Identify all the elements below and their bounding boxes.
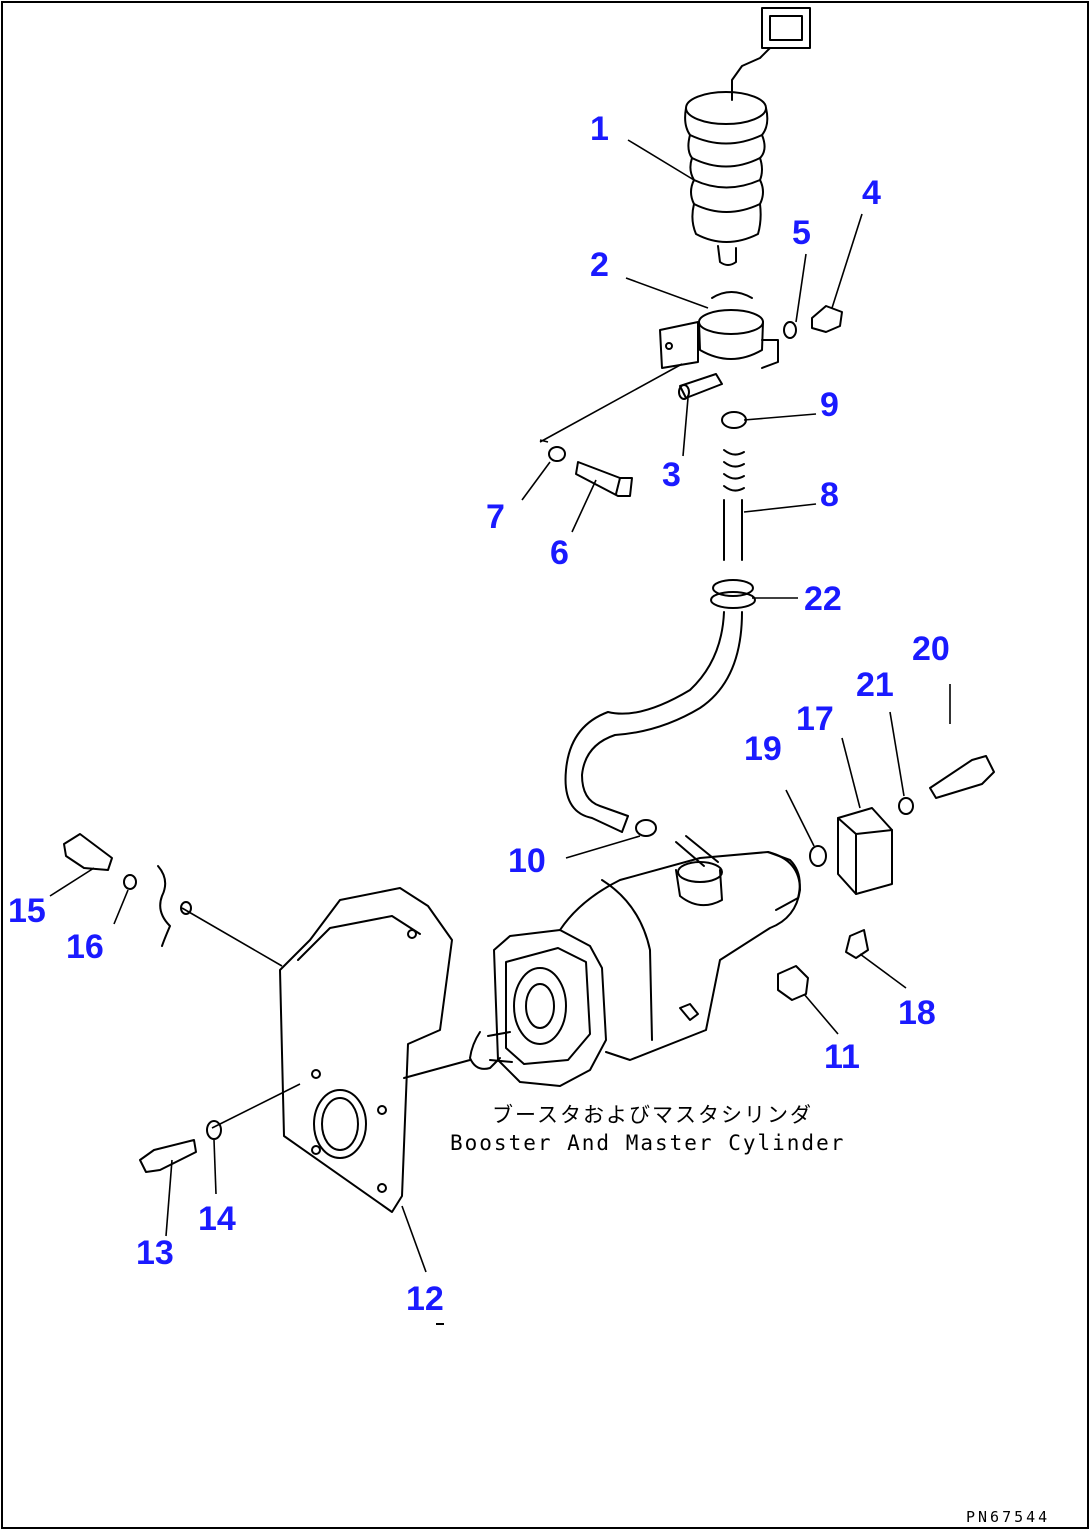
callout-13[interactable]: 13 bbox=[136, 1234, 174, 1272]
callout-12[interactable]: 12 bbox=[406, 1280, 444, 1318]
small-hardware-parts bbox=[548, 305, 843, 497]
callout-5[interactable]: 5 bbox=[792, 214, 811, 252]
bracket-band-part bbox=[659, 291, 779, 369]
reservoir-tank-part bbox=[684, 7, 811, 266]
plate-bolts-washers bbox=[63, 833, 222, 1173]
callout-9[interactable]: 9 bbox=[820, 386, 839, 424]
stop-lamp-switch-block bbox=[809, 755, 995, 959]
caption-japanese: ブースタおよびマスタシリンダ bbox=[492, 1103, 813, 1127]
callout-11[interactable]: 11 bbox=[824, 1038, 860, 1076]
callout-10[interactable]: 10 bbox=[508, 842, 546, 880]
callout-21[interactable]: 21 bbox=[856, 666, 894, 704]
reservoir-hose-part bbox=[564, 411, 756, 837]
drawing-id: PN67544 bbox=[966, 1508, 1050, 1526]
callout-20[interactable]: 20 bbox=[912, 630, 950, 668]
callout-2[interactable]: 2 bbox=[590, 246, 609, 284]
callout-19[interactable]: 19 bbox=[744, 730, 782, 768]
mounting-plate-part bbox=[279, 887, 471, 1213]
bleeder-fitting-part bbox=[777, 965, 809, 1001]
caption-english: Booster And Master Cylinder bbox=[450, 1131, 845, 1155]
callout-15[interactable]: 15 bbox=[8, 892, 46, 930]
callout-14[interactable]: 14 bbox=[198, 1200, 236, 1238]
callout-6[interactable]: 6 bbox=[550, 534, 569, 572]
callout-4[interactable]: 4 bbox=[862, 174, 881, 212]
callout-7[interactable]: 7 bbox=[486, 498, 505, 536]
callout-3[interactable]: 3 bbox=[662, 456, 681, 494]
callout-leader-lines bbox=[49, 139, 951, 1273]
booster-master-cylinder-assembly bbox=[469, 835, 801, 1087]
callout-22[interactable]: 22 bbox=[804, 580, 842, 618]
callout-8[interactable]: 8 bbox=[820, 476, 839, 514]
callout-18[interactable]: 18 bbox=[898, 994, 936, 1032]
callout-numbers: 1 2 3 4 5 6 7 8 9 10 11 12 13 14 15 16 1… bbox=[8, 110, 950, 1318]
callout-17[interactable]: 17 bbox=[796, 700, 834, 738]
callout-1[interactable]: 1 bbox=[590, 110, 609, 148]
callout-16[interactable]: 16 bbox=[66, 928, 104, 966]
